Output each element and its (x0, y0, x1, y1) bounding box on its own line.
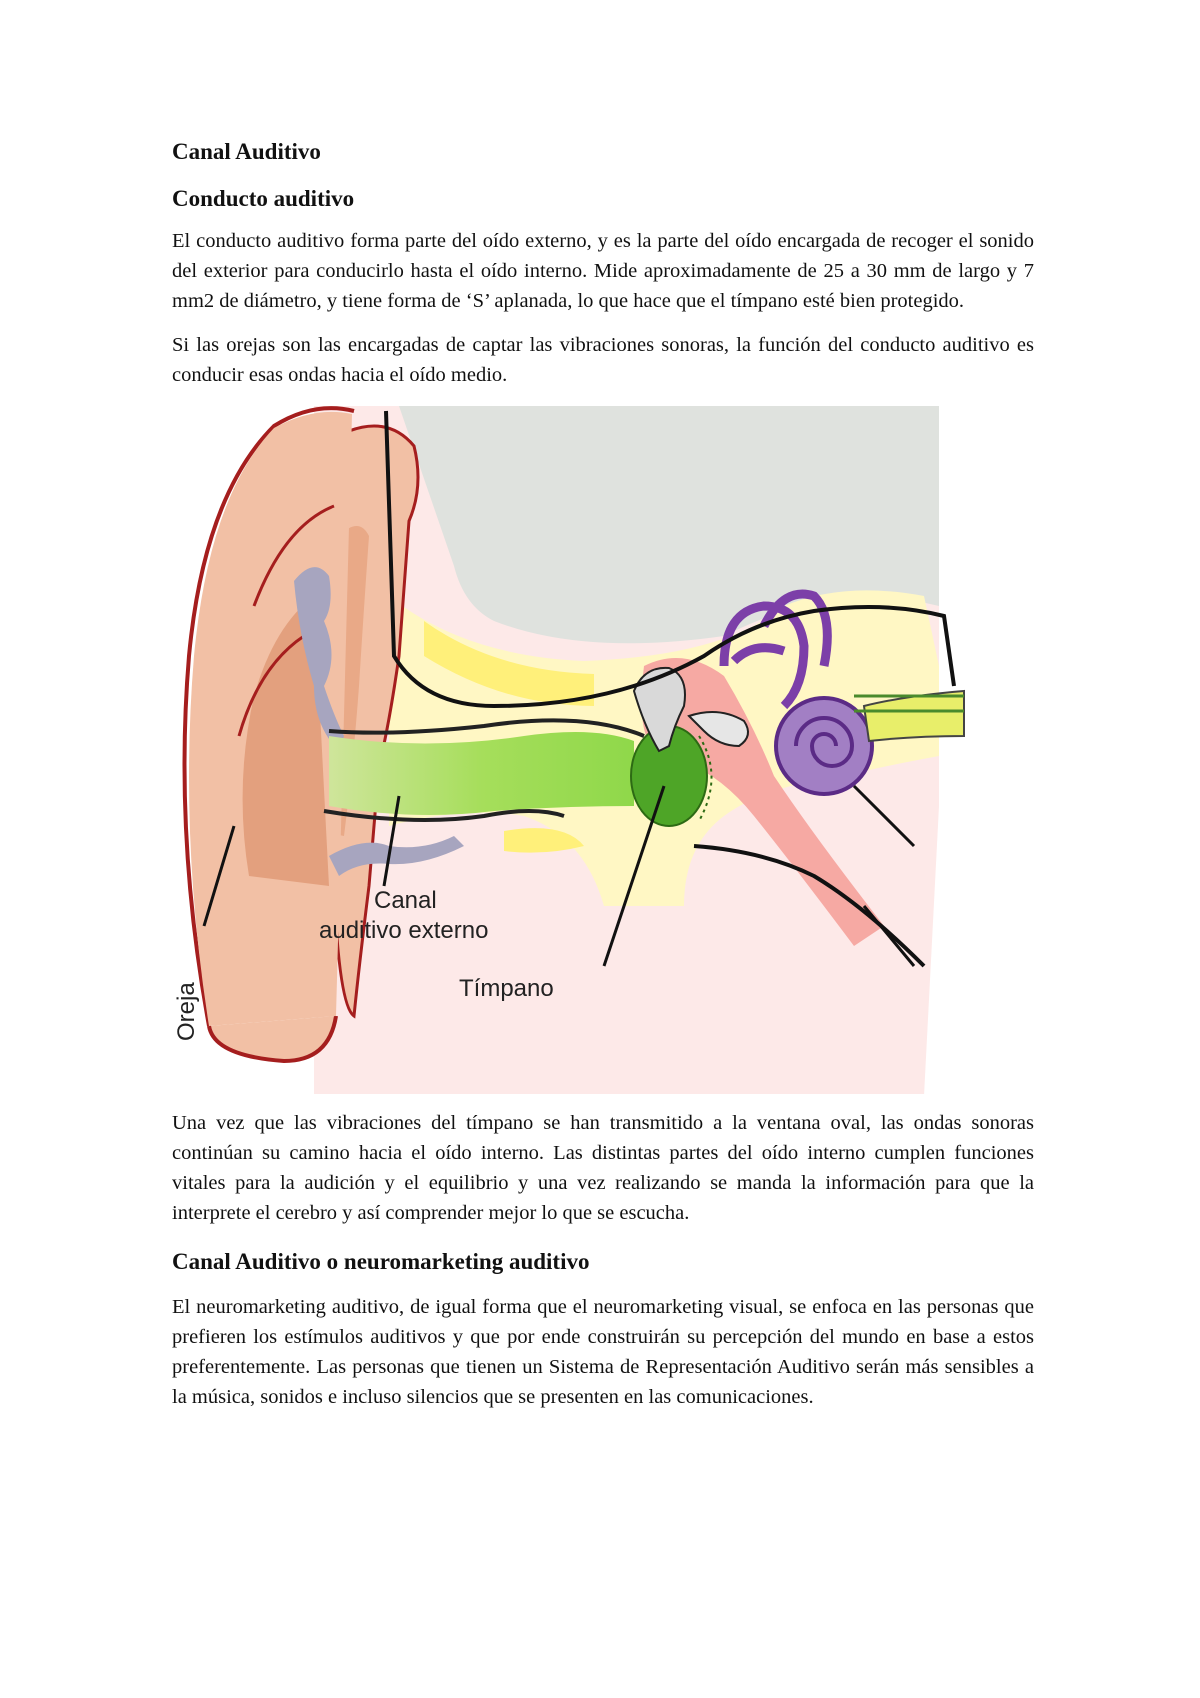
ear-cartilage (294, 566, 344, 751)
ear-anatomy-figure: Canal auditivo externo Tímpano Oreja (164, 405, 1034, 1094)
label-canal-line2: auditivo externo (319, 917, 488, 944)
cochlea-spiral (794, 715, 855, 768)
pinna-lobe (207, 1015, 338, 1063)
paragraph-after-figure: Una vez que las vibraciones del tímpano … (172, 1111, 1034, 1224)
canal-cartilage-lower (329, 835, 464, 876)
ear-anatomy-illustration: Canal auditivo externo Tímpano Oreja (173, 405, 965, 1094)
bone-yellow-highlight (424, 620, 594, 706)
section-heading-conducto: Conducto auditivo (172, 185, 355, 211)
canal-outline-top (328, 717, 645, 738)
nerve-fiber (854, 694, 964, 712)
document-content: Canal Auditivo Conducto auditivo El cond… (172, 138, 1034, 1426)
external-auditory-canal (329, 731, 634, 815)
semicircular-canals (719, 589, 832, 709)
document-title: Canal Auditivo (172, 139, 321, 164)
label-canal-line1: Canal (374, 887, 437, 914)
canal-outline-bottom (323, 808, 565, 822)
section-heading-neuromarketing: Canal Auditivo o neuromarketing auditivo (172, 1248, 590, 1274)
auditory-nerve (862, 689, 965, 742)
label-timpano: Tímpano (459, 975, 554, 1002)
pinna-concha (242, 595, 329, 886)
pinna-edge-lines (237, 504, 335, 736)
head-contour (384, 410, 956, 708)
ossicles (632, 666, 686, 752)
pointer-lines (202, 784, 916, 967)
pinna-helix (182, 405, 355, 1026)
skull-contour-lower (693, 843, 926, 967)
cochlea (774, 695, 874, 796)
paragraph-neuromarketing: El neuromarketing auditivo, de igual for… (172, 1296, 1034, 1409)
stapes (687, 710, 749, 747)
bone-yellow-lower (504, 827, 584, 853)
skull-grey-area (399, 405, 939, 643)
paragraph-conducto-1: El conducto auditivo forma parte del oíd… (172, 229, 1034, 312)
eardrum-dotted-edge (698, 734, 713, 821)
label-oreja: Oreja (173, 981, 200, 1040)
paragraph-conducto-2: Si las orejas son las encargadas de capt… (172, 333, 1034, 386)
